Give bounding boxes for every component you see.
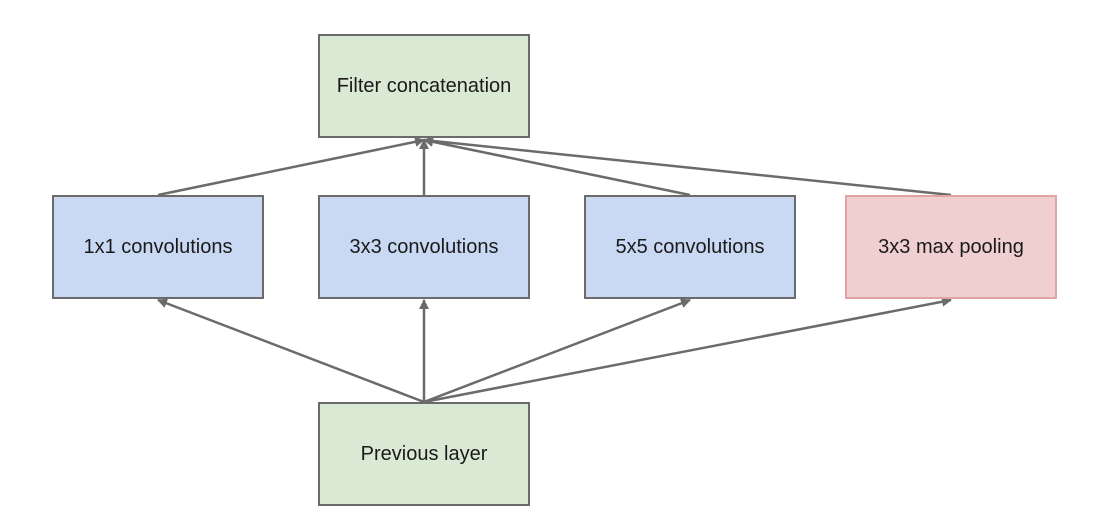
arrow-pool-to-concat [423, 135, 952, 197]
conv-5x5-node: 5x5 convolutions [584, 195, 796, 299]
max-pooling-node: 3x3 max pooling [845, 195, 1057, 299]
conv-1x1-label: 1x1 convolutions [83, 235, 233, 258]
max-pooling-label: 3x3 max pooling [878, 235, 1024, 258]
previous-layer-label: Previous layer [360, 442, 488, 465]
arrow-previous-to-conv1 [157, 298, 425, 404]
filter-concatenation-node: Filter concatenation [318, 34, 530, 138]
arrow-previous-to-conv5 [423, 298, 691, 404]
previous-layer-node: Previous layer [318, 402, 530, 506]
conv-1x1-node: 1x1 convolutions [52, 195, 264, 299]
arrow-conv1-to-concat [157, 136, 425, 197]
conv-3x3-node: 3x3 convolutions [318, 195, 530, 299]
conv-5x5-label: 5x5 convolutions [615, 235, 765, 258]
arrow-previous-to-pool [423, 296, 952, 404]
filter-concatenation-label: Filter concatenation [336, 74, 512, 97]
conv-3x3-label: 3x3 convolutions [349, 235, 499, 258]
arrow-conv5-to-concat [423, 136, 691, 197]
